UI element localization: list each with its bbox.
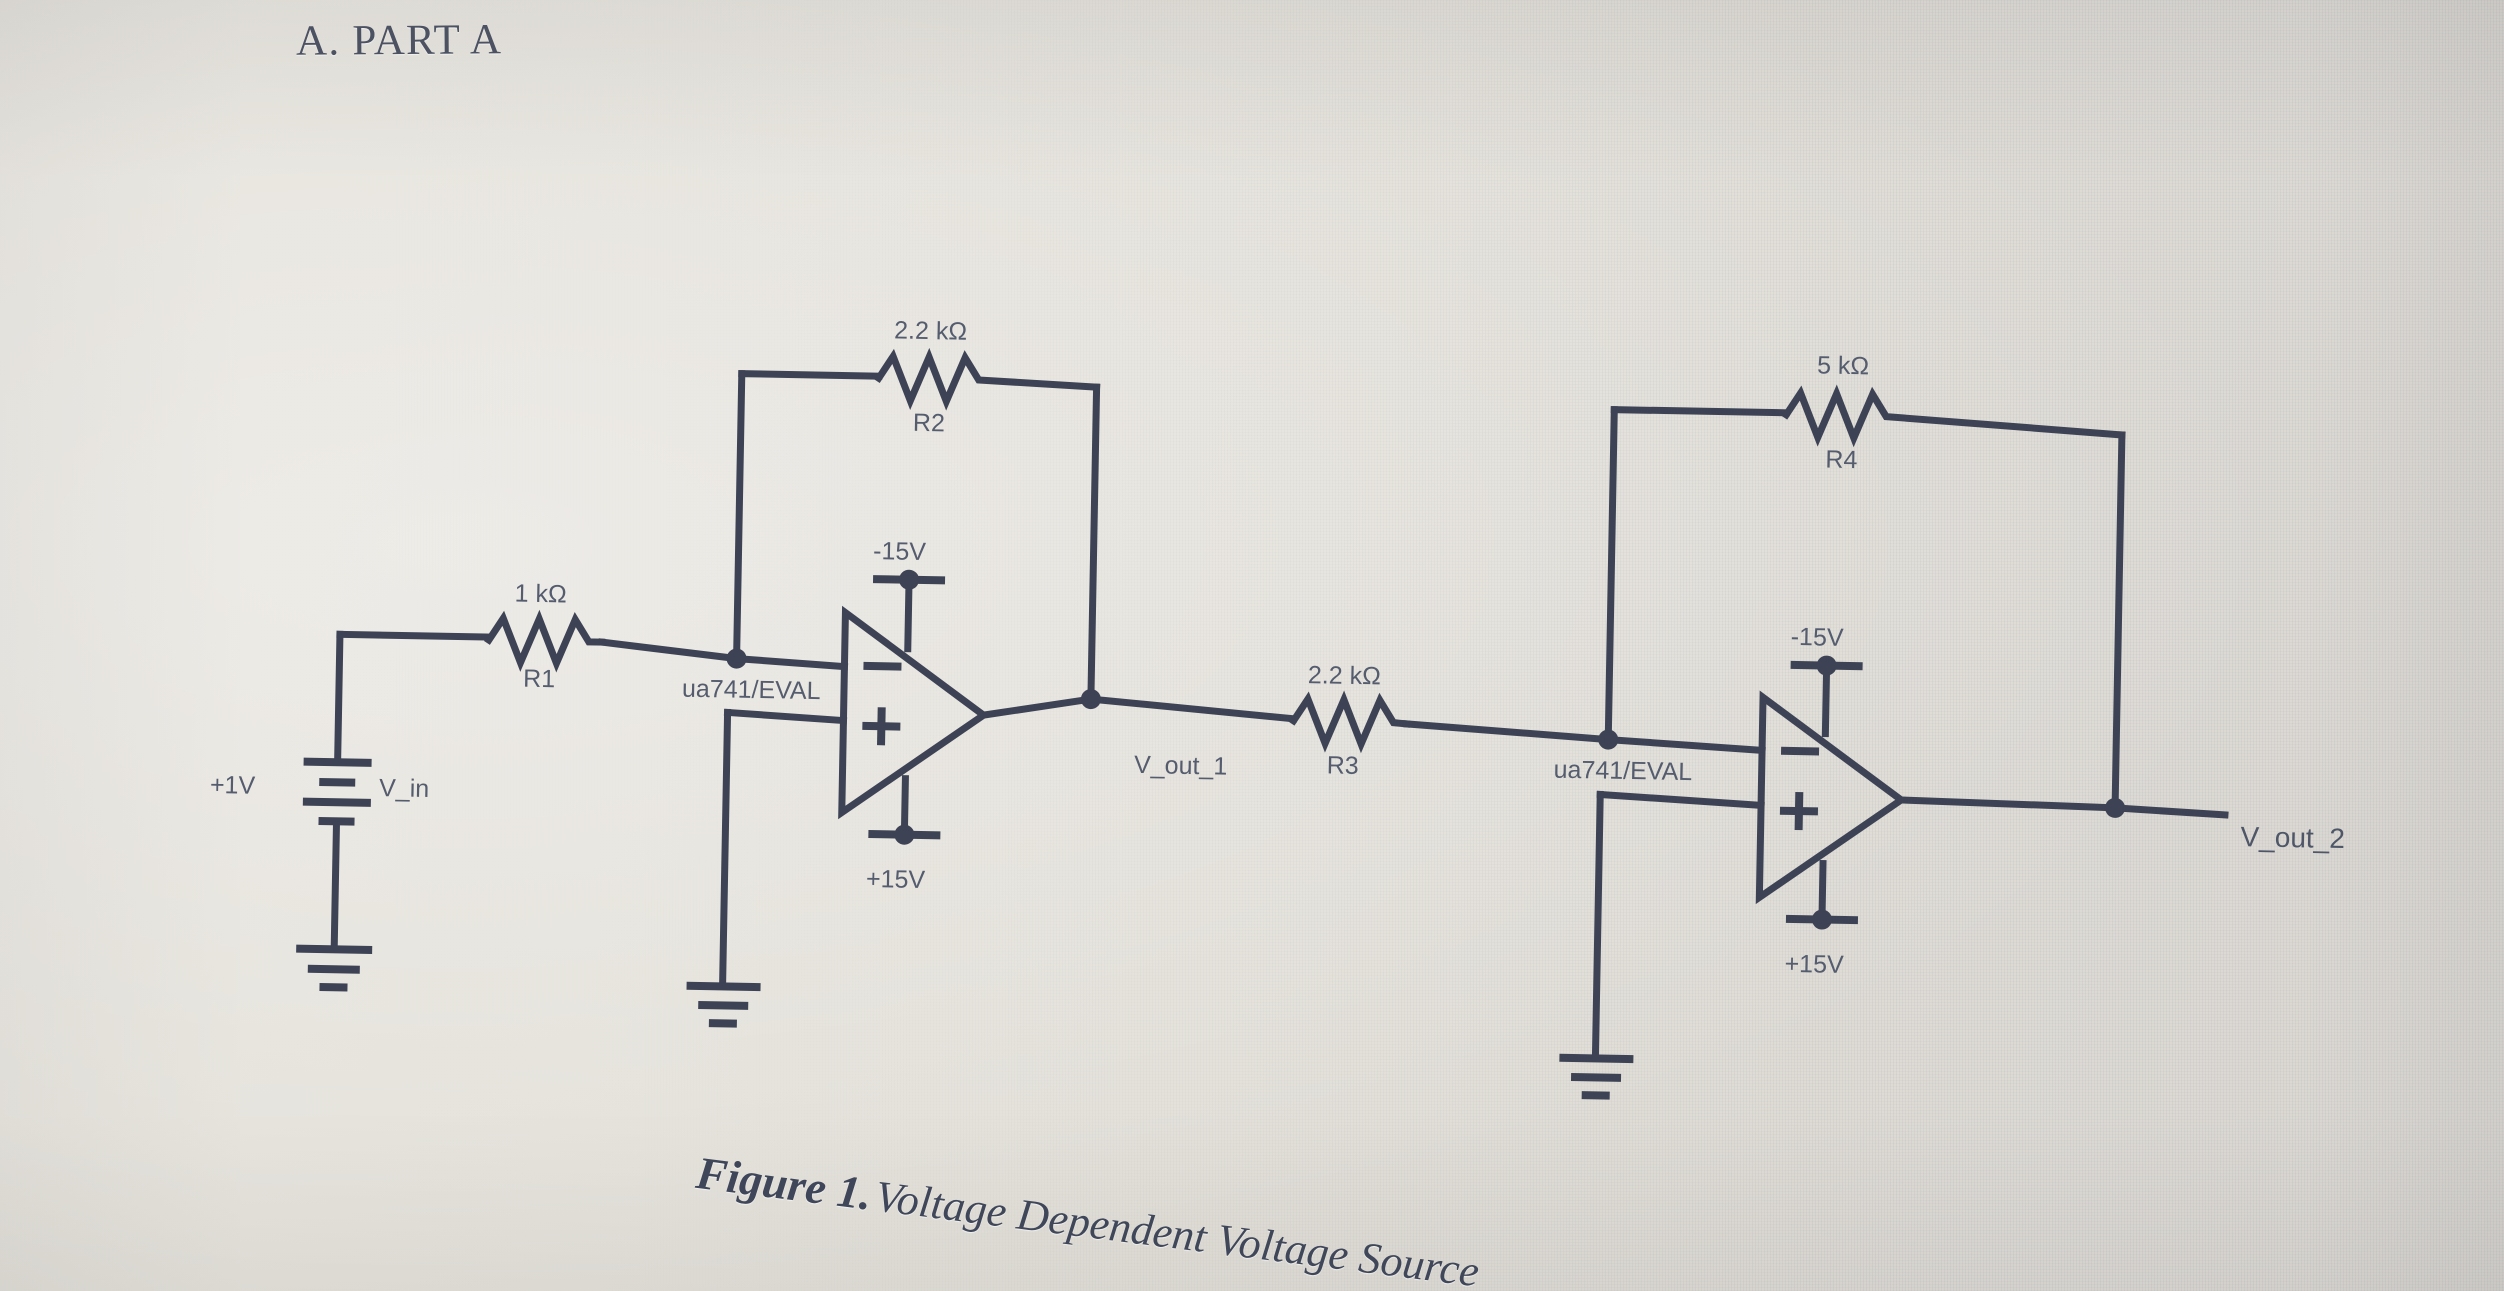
r2-ref-label: R2: [913, 409, 945, 438]
source-voltage-label: +1V: [210, 771, 256, 800]
vout1-node-label: V_out_1: [1134, 751, 1228, 781]
u2-vpos-label: +15V: [1784, 950, 1844, 979]
u1-vpos-label: +15V: [866, 865, 926, 894]
r2-value-label: 2.2 kΩ: [894, 316, 967, 345]
vout2-node-label: V_out_2: [2240, 821, 2345, 854]
source-node-label: V_in: [379, 774, 430, 803]
opamp-u1-body: [838, 605, 990, 820]
r1-value-label: 1 kΩ: [514, 580, 567, 609]
r3-ref-label: R3: [1326, 751, 1358, 780]
r1-ref-label: R1: [523, 665, 555, 694]
u1-vneg-label: -15V: [873, 537, 927, 566]
opamp-u2-body: [1755, 690, 1908, 905]
r4-value-label: 5 kΩ: [1817, 351, 1870, 380]
opamp-u2-part-label: ua741/EVAL: [1553, 756, 1692, 787]
u2-vneg-label: -15V: [1790, 623, 1844, 652]
opamp-u1-part-label: ua741/EVAL: [682, 675, 821, 706]
r4-ref-label: R4: [1825, 446, 1858, 475]
r3-value-label: 2.2 kΩ: [1308, 661, 1381, 690]
